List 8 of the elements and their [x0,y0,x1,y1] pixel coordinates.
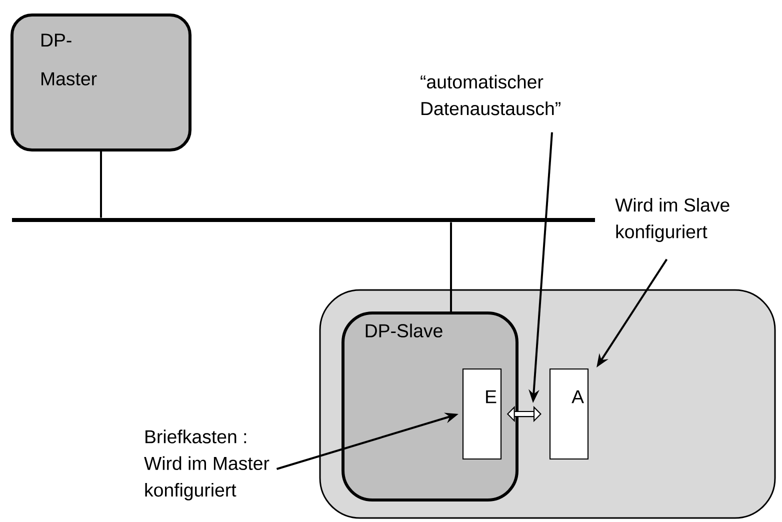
annotation-text: Briefkasten : Wird im Master konfiguriert [144,430,270,500]
connector-line [100,152,102,218]
input-box: E [462,368,502,460]
output-box: A [549,368,589,460]
annotation-text: Wird im Slave konfiguriert [615,198,730,242]
connector-line [450,222,452,312]
annotation-text: “automatischer Datenaustausch” [420,74,560,116]
master-box: DP- Master [10,14,192,152]
